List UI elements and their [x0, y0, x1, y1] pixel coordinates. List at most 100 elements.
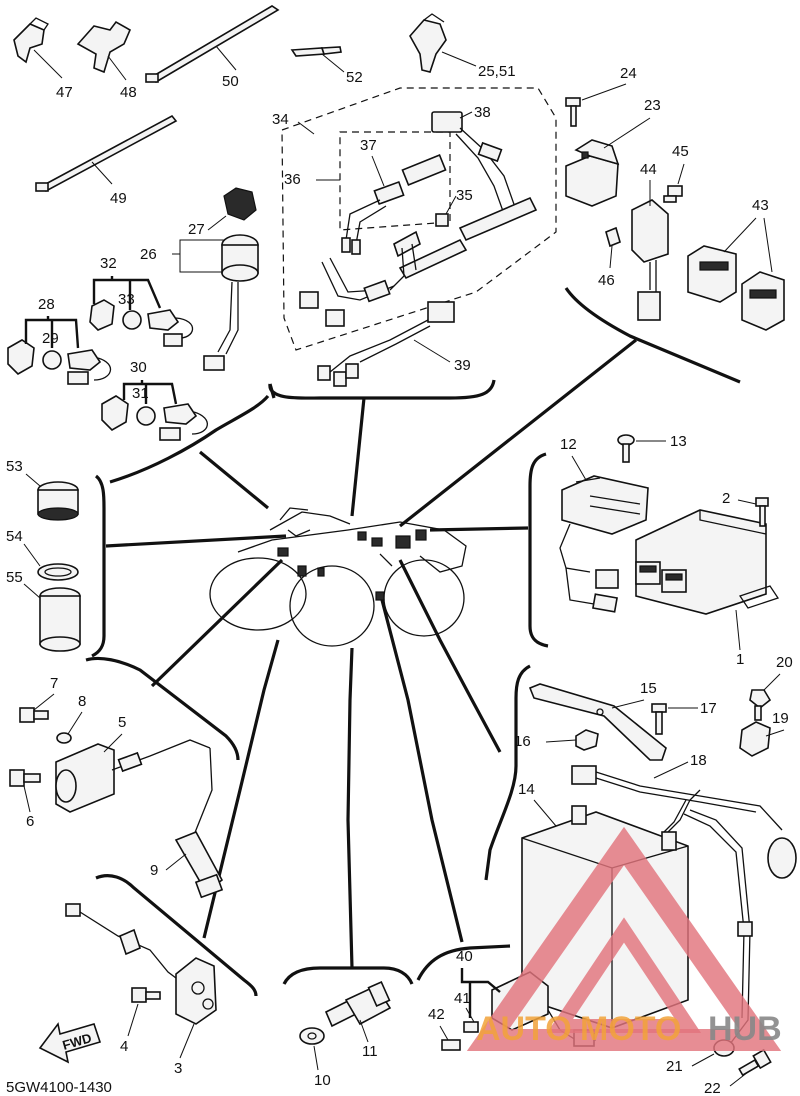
- sensor-3: [65, 903, 217, 1025]
- fwd-arrow: FWD: [38, 1022, 102, 1064]
- indicator-29: [7, 339, 111, 385]
- part-label-45: 45: [672, 143, 689, 160]
- part-label-29: 29: [42, 330, 59, 347]
- part-label-7: 7: [50, 675, 58, 692]
- switch-11: [324, 980, 392, 1028]
- battery-band-15: [528, 683, 667, 761]
- cable-tie-50: [145, 5, 280, 83]
- part-label-54: 54: [6, 528, 23, 545]
- part-label-40: 40: [456, 948, 473, 965]
- part-label-28: 28: [38, 296, 55, 313]
- part-label-53: 53: [6, 458, 23, 475]
- part-label-44: 44: [640, 161, 657, 178]
- group-36-outline: [339, 131, 451, 231]
- watermark-moto: MOTO: [580, 1010, 681, 1048]
- bolt-22: [738, 1048, 772, 1077]
- part-label-27: 27: [188, 221, 205, 238]
- rivet-20: [749, 689, 772, 721]
- part-label-9: 9: [150, 862, 158, 879]
- socket-cap-53: [37, 481, 79, 521]
- part-label-30: 30: [130, 359, 147, 376]
- bolt-45: [663, 185, 683, 203]
- part-label-37: 37: [360, 137, 377, 154]
- frame-left-lights: [109, 394, 270, 484]
- part-label-39: 39: [454, 357, 471, 374]
- part-label-17: 17: [700, 700, 717, 717]
- part-label-43: 43: [752, 197, 769, 214]
- part-label-34: 34: [272, 111, 289, 128]
- atv-outline: [209, 507, 467, 647]
- frame-coil: [85, 656, 240, 761]
- part-label-31: 31: [132, 385, 149, 402]
- part-label-50: 50: [222, 73, 239, 90]
- part-label-32: 32: [100, 255, 117, 272]
- fuse-42: [441, 1039, 461, 1051]
- frame-cdi: [528, 452, 549, 648]
- part-label-23: 23: [644, 97, 661, 114]
- part-label-3: 3: [174, 1060, 182, 1077]
- part-label-4: 4: [120, 1038, 128, 1055]
- gasket-10: [299, 1027, 325, 1045]
- frame-switch: [282, 966, 414, 985]
- part-label-14: 14: [518, 781, 535, 798]
- part-label-5: 5: [118, 714, 126, 731]
- part-label-47: 47: [56, 84, 73, 101]
- screw-13: [617, 434, 635, 463]
- part-label-19: 19: [772, 710, 789, 727]
- part-label-48: 48: [120, 84, 137, 101]
- indicator-31: [101, 395, 208, 441]
- sub-harness-39: [317, 301, 455, 387]
- frame-relays: [564, 287, 741, 384]
- relay-43a: [687, 245, 737, 303]
- washer-8: [56, 732, 72, 744]
- part-label-11: 11: [362, 1043, 378, 1060]
- part-label-8: 8: [78, 693, 86, 710]
- holder-19: [739, 721, 771, 757]
- part-label-38: 38: [474, 104, 491, 121]
- ignition-coil-5: [55, 739, 213, 851]
- frame-sensor: [95, 874, 258, 997]
- part-label-55: 55: [6, 569, 23, 586]
- main-switch-26: [203, 234, 259, 371]
- damper-16: [575, 729, 599, 751]
- part-label-25-51: 25,51: [478, 63, 516, 80]
- bolt-4: [131, 987, 161, 1003]
- bolt-17: [651, 703, 667, 735]
- clamp-48: [76, 20, 132, 81]
- part-label-36: 36: [284, 171, 301, 188]
- diagram-code: 5GW4100-1430: [6, 1079, 112, 1096]
- bolt-2: [755, 497, 769, 527]
- clamp-25-51: [409, 13, 477, 73]
- damper-46: [605, 226, 621, 248]
- cdi-unit-1: [635, 509, 780, 615]
- part-label-22: 22: [704, 1080, 721, 1096]
- frame-harness-bottom: [268, 379, 496, 400]
- bolt-6: [9, 769, 41, 787]
- part-label-6: 6: [26, 813, 34, 830]
- indicator-33: [89, 299, 194, 347]
- part-label-21: 21: [666, 1058, 683, 1075]
- part-label-35: 35: [456, 187, 473, 204]
- rectifier-12: [559, 475, 649, 613]
- relay-43b: [741, 271, 785, 331]
- plug-cap-9: [174, 830, 224, 899]
- bolt-7: [19, 707, 49, 723]
- part-label-2: 2: [722, 490, 730, 507]
- frame-socket: [91, 474, 106, 658]
- part-label-16: 16: [514, 733, 531, 750]
- frame-battery: [484, 664, 531, 881]
- watermark-logo: AUTO MOTO HUB: [466, 826, 782, 1051]
- part-label-15: 15: [640, 680, 657, 697]
- part-label-49: 49: [110, 190, 127, 207]
- fuse-41: [463, 1021, 479, 1033]
- starter-relay-23: [565, 139, 620, 207]
- frame-fuse: [416, 944, 511, 981]
- part-label-42: 42: [428, 1006, 445, 1023]
- cable-tie-49: [35, 114, 178, 193]
- watermark-hub: HUB: [708, 1010, 782, 1048]
- clamp-47: [13, 17, 63, 79]
- part-label-13: 13: [670, 433, 687, 450]
- band-52: [290, 46, 345, 73]
- bolt-24: [565, 97, 581, 127]
